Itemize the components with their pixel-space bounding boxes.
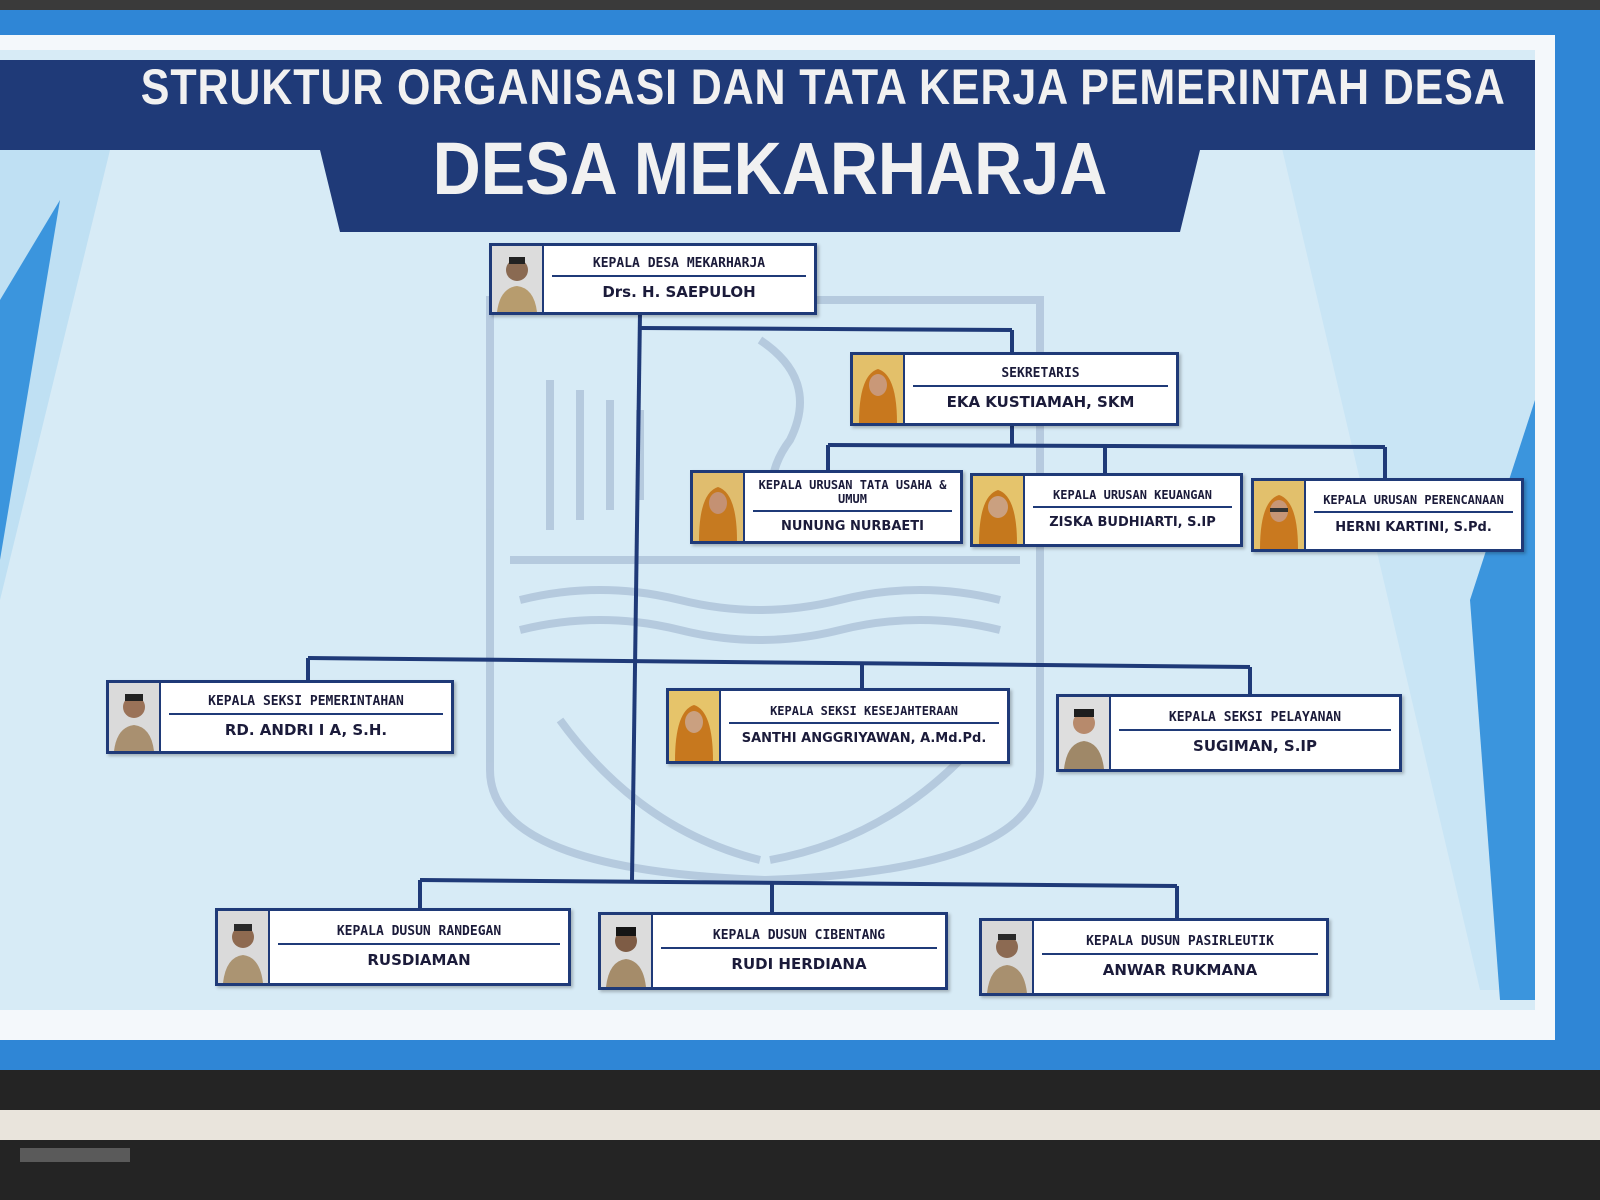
person-photo — [109, 683, 161, 751]
title-line-2: DESA MEKARHARJA — [432, 127, 1108, 210]
person-photo — [1254, 481, 1306, 549]
person-name: Drs. H. SAEPULOH — [602, 283, 756, 301]
person-name: EKA KUSTIAMAH, SKM — [946, 393, 1135, 411]
person-photo — [982, 921, 1034, 993]
person-photo — [492, 246, 544, 312]
node-kasi-pemerintahan: KEPALA SEKSI PEMERINTAHAN RD. ANDRI I A, … — [106, 680, 454, 754]
person-photo — [669, 691, 721, 761]
person-photo — [1059, 697, 1111, 769]
person-name: SUGIMAN, S.IP — [1193, 737, 1317, 755]
title-line-1: STRUKTUR ORGANISASI DAN TATA KERJA PEMER… — [140, 59, 1506, 115]
role-label: KEPALA SEKSI PELAYANAN — [1119, 710, 1391, 731]
title-banner — [0, 60, 1535, 232]
node-kadus-pasirleutik: KEPALA DUSUN PASIRLEUTIK ANWAR RUKMANA — [979, 918, 1329, 996]
person-photo — [693, 473, 745, 541]
role-label: KEPALA DUSUN CIBENTANG — [661, 928, 937, 949]
role-label: KEPALA SEKSI KESEJAHTERAAN — [729, 704, 999, 724]
role-label: KEPALA URUSAN PERENCANAAN — [1314, 493, 1513, 513]
role-label: KEPALA DESA MEKARHARJA — [552, 256, 806, 277]
person-name: SANTHI ANGGRIYAWAN, A.Md.Pd. — [741, 730, 987, 746]
role-label: KEPALA URUSAN TATA USAHA & UMUM — [753, 478, 952, 512]
node-kadus-randegan: KEPALA DUSUN RANDEGAN RUSDIAMAN — [215, 908, 571, 986]
role-label: KEPALA SEKSI PEMERINTAHAN — [169, 694, 443, 715]
node-kepala-desa: KEPALA DESA MEKARHARJA Drs. H. SAEPULOH — [489, 243, 817, 315]
emblem-watermark — [486, 296, 1044, 885]
person-name: RUSDIAMAN — [367, 951, 471, 969]
person-photo — [601, 915, 653, 987]
role-label: KEPALA URUSAN KEUANGAN — [1033, 488, 1232, 508]
role-label: KEPALA DUSUN RANDEGAN — [278, 924, 560, 945]
node-kaur-perencanaan: KEPALA URUSAN PERENCANAAN HERNI KARTINI, … — [1251, 478, 1524, 552]
person-name: ANWAR RUKMANA — [1102, 961, 1258, 979]
node-kadus-cibentang: KEPALA DUSUN CIBENTANG RUDI HERDIANA — [598, 912, 948, 990]
person-name: RD. ANDRI I A, S.H. — [224, 721, 388, 739]
person-name: NUNUNG NURBAETI — [781, 518, 924, 534]
node-sekretaris: SEKRETARIS EKA KUSTIAMAH, SKM — [850, 352, 1179, 426]
node-kasi-kesejahteraan: KEPALA SEKSI KESEJAHTERAAN SANTHI ANGGRIY… — [666, 688, 1010, 764]
person-photo — [218, 911, 270, 983]
person-name: RUDI HERDIANA — [731, 955, 867, 973]
role-label: KEPALA DUSUN PASIRLEUTIK — [1042, 934, 1318, 955]
person-photo — [973, 476, 1025, 544]
person-name: ZISKA BUDHIARTI, S.IP — [1049, 514, 1216, 530]
role-label: SEKRETARIS — [913, 366, 1168, 387]
node-kaur-tata-usaha: KEPALA URUSAN TATA USAHA & UMUM NUNUNG NU… — [690, 470, 963, 544]
person-name: HERNI KARTINI, S.Pd. — [1335, 519, 1492, 535]
person-photo — [853, 355, 905, 423]
node-kaur-keuangan: KEPALA URUSAN KEUANGAN ZISKA BUDHIARTI, S… — [970, 473, 1243, 547]
node-kasi-pelayanan: KEPALA SEKSI PELAYANAN SUGIMAN, S.IP — [1056, 694, 1402, 772]
